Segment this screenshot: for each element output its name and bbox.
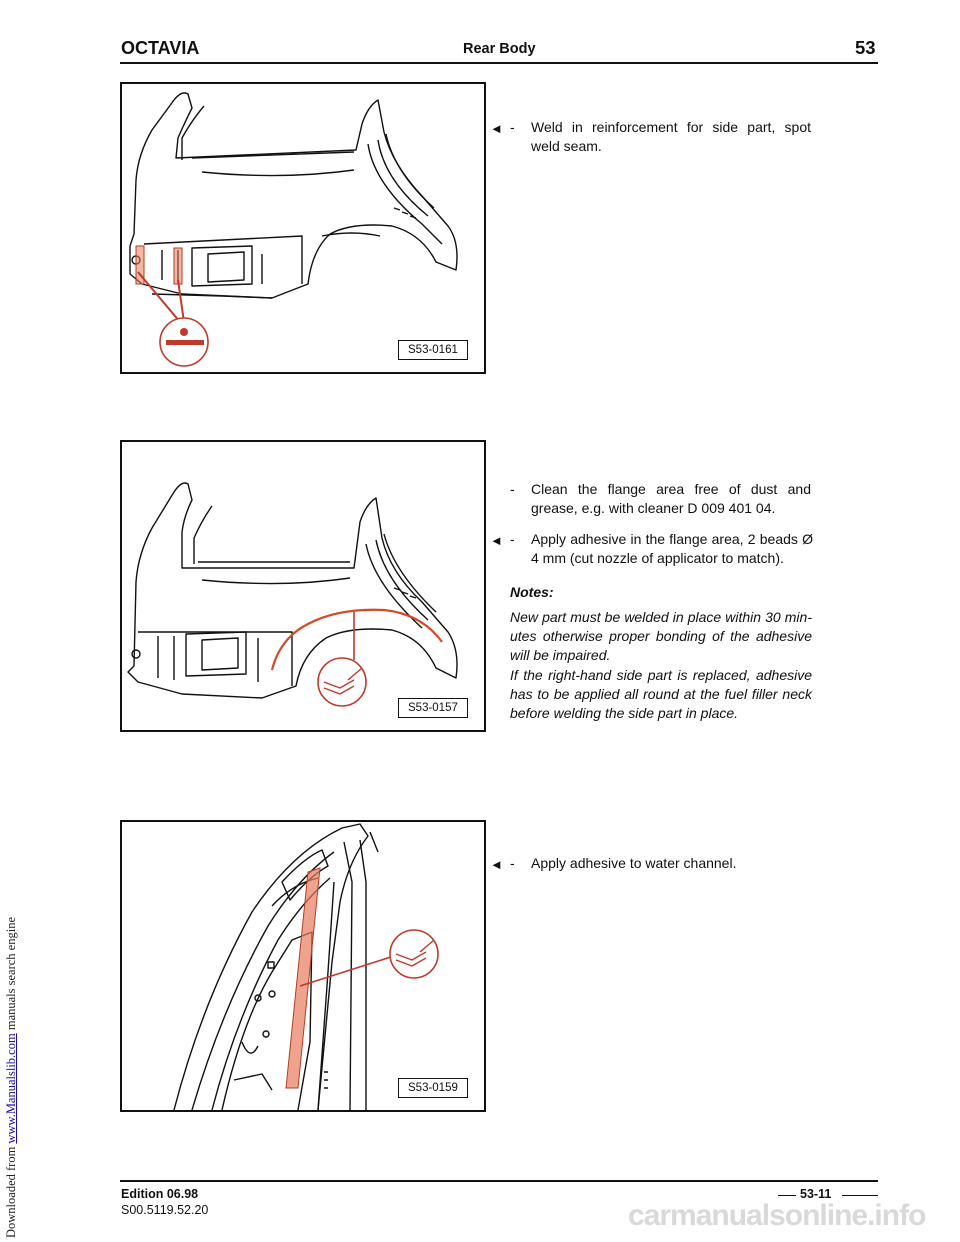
pointer-arrow-icon: ◄: [490, 533, 503, 548]
chapter-number: 53: [855, 37, 876, 58]
notes-heading: Notes:: [510, 584, 554, 600]
page-number-rule: [842, 1195, 878, 1196]
section-title: Rear Body: [463, 41, 536, 57]
page-number-block: 53-11: [778, 1187, 878, 1203]
note-paragraph: If the right-hand side part is replaced,…: [510, 667, 812, 721]
water-channel-illustration: [173, 823, 439, 1110]
rear-body-side-panel-illustration: [127, 482, 458, 707]
pointer-arrow-icon: ◄: [490, 121, 503, 136]
step-dash: -: [510, 481, 515, 497]
figure-weld-reinforcement: S53-0161: [120, 82, 486, 374]
pointer-arrow-icon: ◄: [490, 857, 503, 872]
footer-rule: [120, 1180, 878, 1182]
rear-body-side-panel-illustration: [129, 92, 458, 367]
step-apply-flange-adhesive: ◄ - Apply adhesive in the flange area, 2…: [490, 530, 813, 570]
page-number-rule: [778, 1195, 796, 1196]
header-rule: [120, 62, 878, 64]
figure-label: S53-0159: [398, 1078, 468, 1098]
side-note-suffix: manuals search engine: [4, 917, 18, 1034]
side-note-prefix: Downloaded from: [4, 1143, 18, 1238]
document-code: S00.5119.52.20: [121, 1203, 209, 1217]
page-number: 53-11: [800, 1187, 832, 1201]
step-apply-water-channel: ◄ - Apply adhesive to water channel.: [490, 854, 810, 874]
page-title: OCTAVIA: [121, 38, 200, 58]
figure-water-channel: S53-0159: [120, 820, 486, 1112]
step-weld-reinforcement: ◄ - Weld in reinforcement for side part,…: [490, 118, 811, 158]
download-side-note: Downloaded from www.Manualslib.com manua…: [2, 60, 20, 1240]
step-text: Apply adhesive in the flange area, 2 bea…: [531, 531, 813, 566]
figure-label: S53-0157: [398, 698, 468, 718]
step-text: Apply adhesive to water channel.: [531, 855, 737, 871]
step-dash: -: [510, 855, 515, 871]
manualslib-link[interactable]: www.Manualslib.com: [4, 1033, 18, 1144]
step-dash: -: [510, 119, 515, 135]
note-paragraph: New part must be welded in place within …: [510, 609, 812, 663]
step-dash: -: [510, 531, 515, 547]
watermark: carmanualsonline.info: [628, 1199, 926, 1232]
figure-label: S53-0161: [398, 340, 468, 360]
step-text: Clean the flange area free of dust and g…: [531, 481, 811, 516]
figure-flange-adhesive: S53-0157: [120, 440, 486, 732]
step-clean-flange: - Clean the flange area free of dust and…: [510, 480, 811, 520]
edition-label: Edition 06.98: [121, 1187, 199, 1201]
step-text: Weld in reinforcement for side part, spo…: [531, 119, 811, 154]
